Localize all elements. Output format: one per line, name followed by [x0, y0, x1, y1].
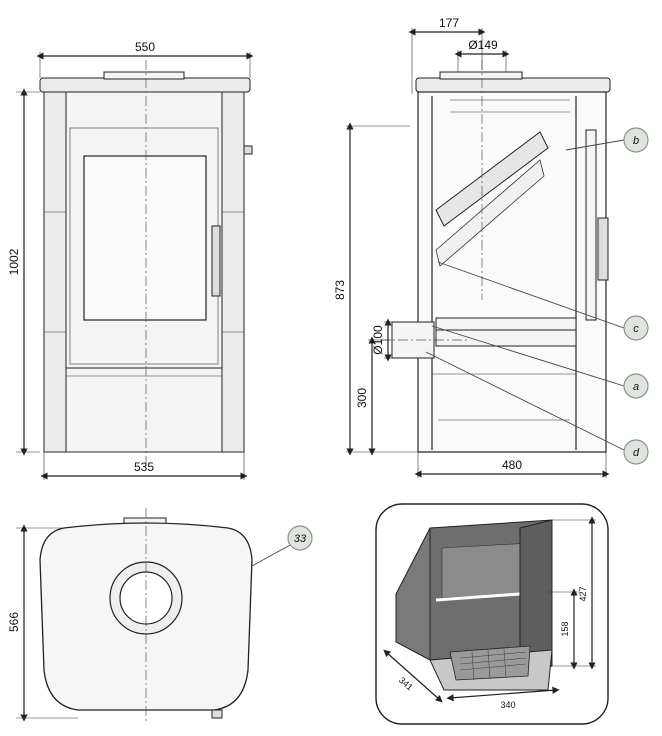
- door-glass: [83, 155, 207, 321]
- callout-b-label: b: [633, 135, 639, 147]
- flue-collar: [103, 71, 185, 80]
- side-body: [417, 91, 607, 453]
- callout-c-label: c: [633, 323, 639, 335]
- top-depth-dim: 566: [7, 612, 21, 632]
- side-knob: [243, 145, 253, 155]
- front-view: 550 1002 535: [7, 40, 254, 480]
- side-door-handle: [597, 217, 609, 281]
- left-side-tile: [43, 91, 67, 453]
- inlet-height-dim: 300: [355, 388, 369, 408]
- baffle-plate: [435, 131, 549, 227]
- flue-offset-dim: 177: [439, 16, 459, 30]
- right-side-tile: [221, 91, 245, 453]
- firebox-grate-height-dim: 158: [560, 621, 570, 636]
- firebox-width-dim: 340: [500, 700, 515, 710]
- top-foot: [211, 709, 223, 719]
- callout-33: [287, 525, 313, 551]
- firebox-view: 427 158 341 340: [375, 503, 609, 725]
- door-handle: [211, 225, 221, 297]
- callout-d-label: d: [633, 447, 640, 459]
- firebox-height-dim: 427: [578, 586, 588, 601]
- depth-dim: 480: [502, 458, 522, 472]
- front-width-top-dim: 550: [135, 40, 155, 54]
- callout-a: [623, 373, 649, 399]
- flue-diameter-dim: Ø149: [468, 38, 498, 52]
- side-top-plate: [415, 77, 611, 93]
- outlet-height-dim: 873: [333, 280, 347, 300]
- inlet-diameter-dim: Ø100: [371, 325, 385, 355]
- callout-a-label: a: [633, 381, 639, 393]
- callout-b: [623, 127, 649, 153]
- side-flue-collar: [439, 71, 523, 80]
- front-height-dim: 1002: [7, 248, 21, 275]
- callout-33-label: 33: [294, 533, 307, 545]
- firebox-grate: [449, 645, 531, 681]
- base-panel: [65, 367, 223, 453]
- front-width-bottom-dim: 535: [134, 460, 154, 474]
- top-plate: [39, 77, 251, 93]
- callout-c: [623, 315, 649, 341]
- side-view: 177 Ø149 873 300 Ø100 480 b c a d: [333, 16, 649, 478]
- top-view: 566 33: [7, 508, 313, 724]
- callout-d: [623, 439, 649, 465]
- grate: [435, 317, 577, 331]
